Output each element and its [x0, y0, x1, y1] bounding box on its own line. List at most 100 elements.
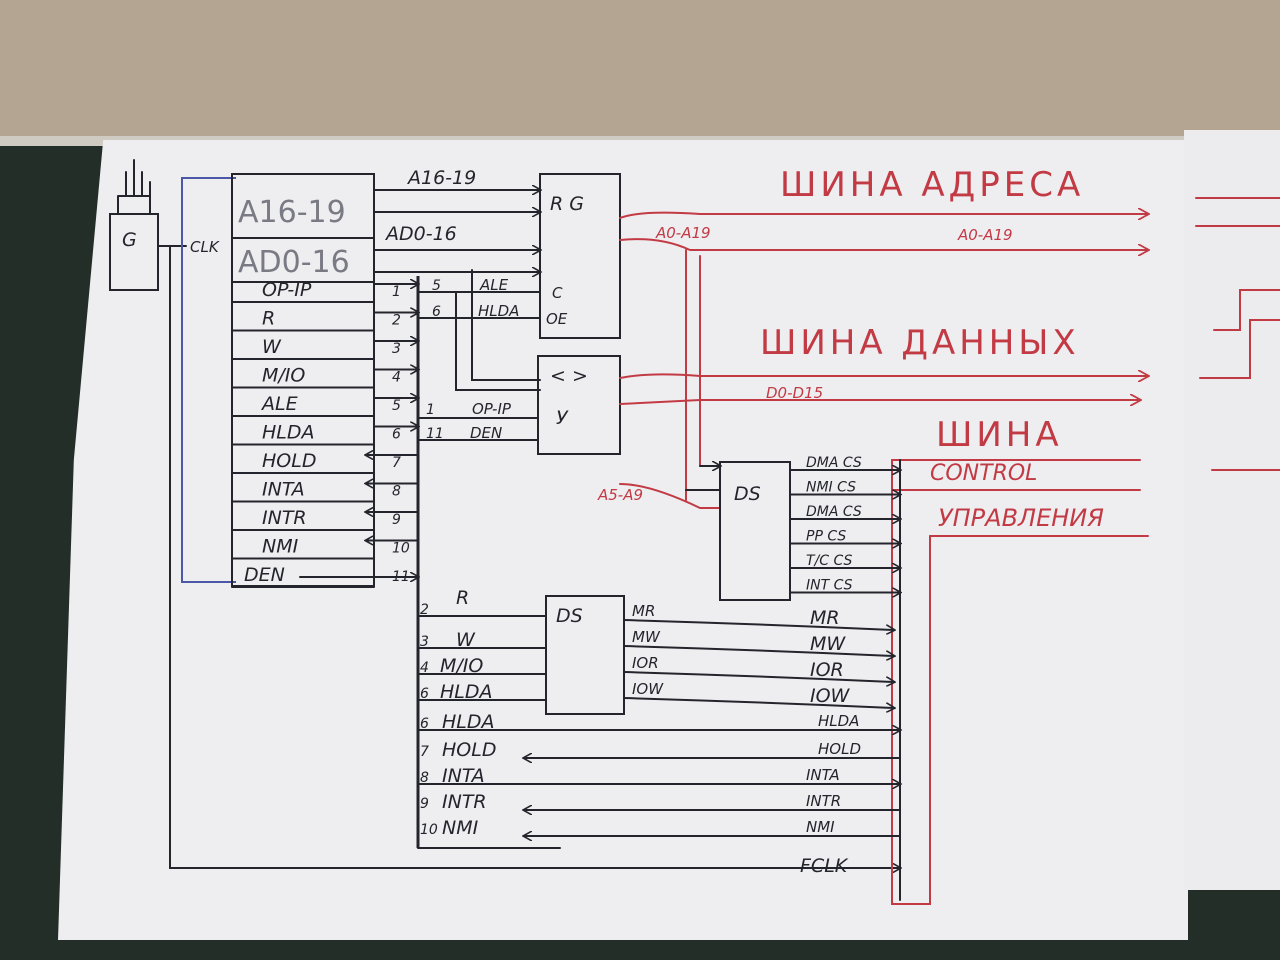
transceiver-in-den: DEN: [470, 424, 502, 442]
decoder2-out-label: IOW: [632, 680, 664, 698]
lower-line-label: NMI: [442, 817, 479, 839]
latch-rg: R G C OE 5 6 ALE HLDA: [417, 173, 621, 391]
bus-out-label: IOW: [810, 685, 851, 707]
decoder2-out-wire: [623, 697, 894, 708]
decoder2-in-num: 3: [420, 634, 429, 650]
address-bus: ШИНА АДРЕСА A0-A19 A0-A19: [619, 165, 1148, 501]
control-bus-lines: [891, 459, 1149, 537]
control-bus-title-1: ШИНА: [936, 415, 1063, 455]
bus-number: 10: [392, 541, 410, 557]
latch-oe: OE: [546, 310, 568, 328]
latch-c: C: [552, 284, 563, 302]
clk-label: CLK: [190, 238, 220, 256]
cpu-high-addr: A16-19: [238, 195, 346, 230]
bus-number: 7: [392, 455, 401, 471]
lower-line-label: INTA: [442, 765, 485, 787]
decoder1-box: [719, 461, 791, 601]
cpu-pin-label: ALE: [260, 393, 298, 415]
cpu-pin-label: W: [262, 336, 282, 358]
decoder1-out-label: PP CS: [806, 529, 846, 545]
decoder2-out-wire: [623, 671, 894, 682]
decoder2-box: [545, 595, 625, 715]
bus-number: 3: [392, 341, 401, 357]
decoder1-input-wire: [619, 483, 721, 509]
wall-background: [0, 0, 1280, 140]
lower-line-num: 9: [420, 796, 429, 812]
bus-number: 6: [392, 427, 401, 443]
lower-line-label: HOLD: [442, 739, 496, 761]
control-bus-frame: [891, 459, 931, 905]
cpu-pin-label: INTA: [262, 479, 305, 501]
data-bus-seg: D0-D15: [766, 384, 823, 402]
lower-line-label: INTR: [442, 791, 487, 813]
address-bus-seg2: A0-A19: [957, 226, 1013, 244]
latch-box: [539, 173, 621, 339]
generator-crystal-icon: [117, 159, 151, 215]
latch-in-hlda: HLDA: [478, 302, 519, 320]
lower-line-right-label: HLDA: [818, 712, 859, 730]
address-bus-line-2: [619, 238, 1148, 250]
bus-number: 5: [392, 398, 401, 414]
bus-number: 4: [392, 370, 401, 386]
latch-in-num-1: 5: [432, 278, 441, 294]
decoder1-input-label: A5-A9: [597, 486, 643, 504]
bus-numbers: 1 2 3 4 5 6 7 8 9 10 11: [392, 284, 410, 585]
bus-number: 9: [392, 512, 401, 528]
decoder2-in-num: 6: [420, 686, 429, 702]
transceiver-inputs: [417, 417, 539, 441]
bus-out-label: IOR: [810, 659, 844, 681]
fclk-label: FCLK: [800, 855, 849, 877]
bus-number: 1: [392, 284, 401, 300]
decoder2-in-label: M/IO: [440, 655, 483, 677]
address-bus-seg1: A0-A19: [655, 224, 711, 242]
decoder1-out-label: NMI CS: [806, 480, 856, 496]
data-bus: ШИНА ДАННЫХ D0-D15: [619, 323, 1148, 404]
cpu-outer-frame: [181, 177, 236, 583]
bus-number: 8: [392, 484, 401, 500]
cpu-pin-label: INTR: [262, 507, 307, 529]
transceiver-label: У: [556, 407, 569, 429]
cpu-pin-label: NMI: [262, 536, 299, 558]
decoder1-label: DS: [734, 483, 761, 505]
cpu-pin-label: OP-IP: [262, 279, 312, 301]
lower-line-num: 6: [420, 716, 429, 732]
bus-out-label: MR: [810, 607, 840, 629]
ad016-label: AD0-16: [384, 223, 457, 245]
decoder2-in-num: 2: [420, 602, 429, 618]
a1619-label: A16-19: [406, 167, 476, 189]
data-bus-line-2: [619, 400, 1140, 404]
decoder2-out-label: MR: [632, 602, 655, 620]
decoder2-label: DS: [556, 605, 583, 627]
data-bus-line-1: [619, 374, 1148, 378]
cpu-low-addr: AD0-16: [238, 245, 350, 280]
lower-line-right-label: NMI: [806, 818, 835, 836]
lower-line-right-label: INTR: [806, 792, 841, 810]
generator: G CLK: [109, 159, 900, 868]
lower-line-right-label: INTA: [806, 766, 840, 784]
bus-number: 2: [392, 313, 401, 329]
bus-number: 11: [392, 569, 410, 585]
cpu-pin-label: DEN: [244, 564, 285, 586]
latch-to-transceiver: [455, 291, 541, 391]
decoder1-out-label: DMA CS: [806, 504, 862, 520]
fclk-wire: [169, 245, 900, 868]
generator-box: [109, 213, 159, 291]
decoder1-out-label: INT CS: [806, 578, 853, 594]
cpu-dividers: [231, 237, 375, 283]
decoder1-out-label: T/C CS: [806, 553, 853, 569]
address-bus-title: ШИНА АДРЕСА: [780, 165, 1084, 205]
decoder2-in-label: R: [456, 587, 469, 609]
cpu-block: A16-19 AD0-16 OP-IPRWM/IOALEHLDAHOLDINTA…: [181, 173, 418, 588]
address-bus-line-1: [619, 213, 1148, 218]
decoder2-in-label: W: [456, 629, 476, 651]
transceiver-in-opip: OP-IP: [472, 400, 512, 418]
cpu-pin-label: HOLD: [262, 450, 316, 472]
generator-label: G: [122, 229, 137, 251]
lower-line-num: 7: [420, 744, 429, 760]
control-bus-title-2: CONTROL: [930, 461, 1037, 486]
